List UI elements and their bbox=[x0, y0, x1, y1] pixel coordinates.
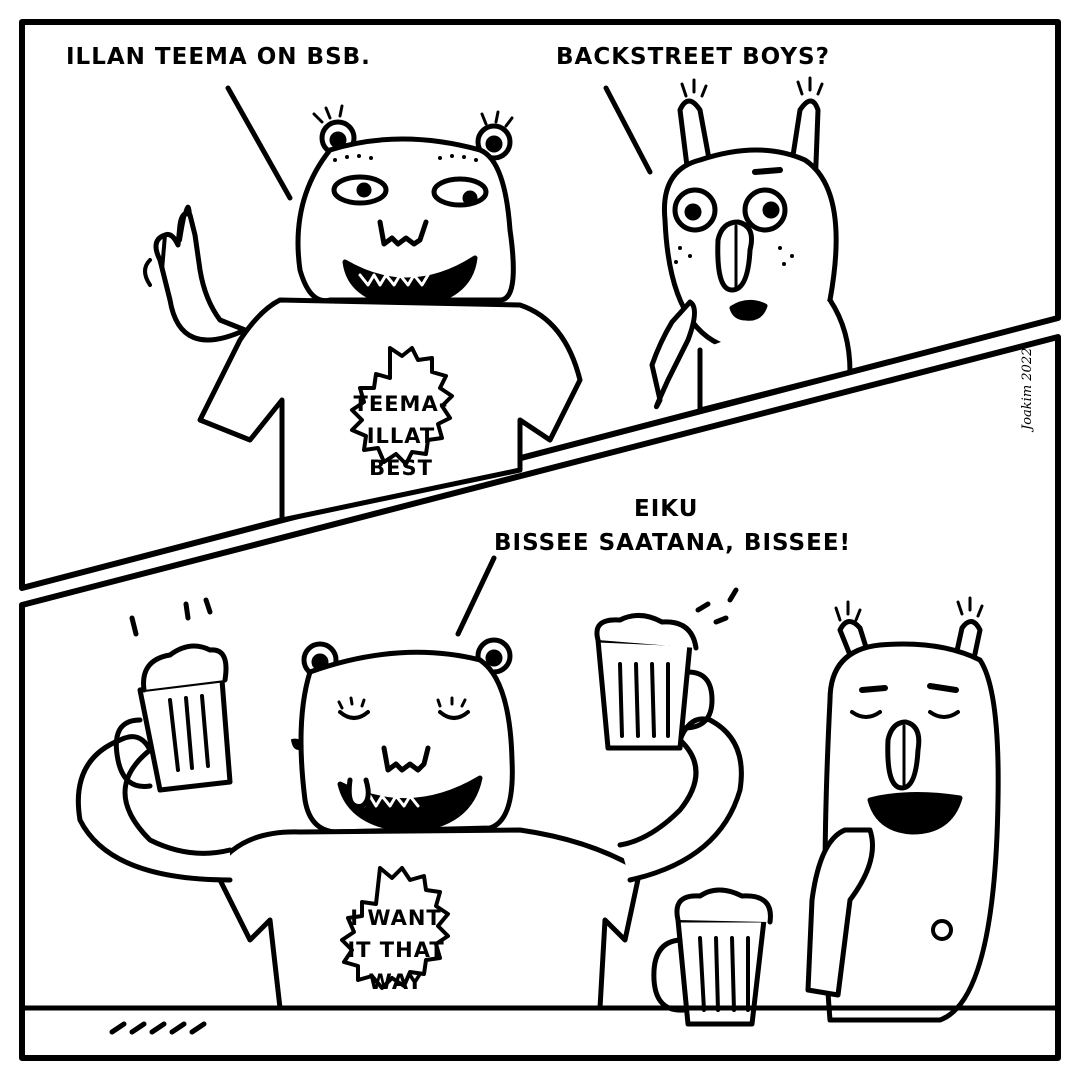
shirt-line: IT THAT bbox=[347, 938, 445, 962]
shirt-line: BEST bbox=[369, 456, 433, 480]
shirt-line: TEEMA- bbox=[353, 392, 449, 416]
speech-line-1: EIKU bbox=[634, 496, 699, 522]
speech-line-2: BISSEE SAATANA, BISSEE! bbox=[494, 530, 852, 556]
speech-bubble-bear-bottom: EIKU BISSEE SAATANA, BISSEE! bbox=[494, 492, 851, 560]
beer-mug-counter bbox=[651, 887, 773, 1027]
speech-bubble-bear-top: ILLAN TEEMA ON BSB. bbox=[66, 44, 371, 70]
squirrel-character-top bbox=[603, 76, 853, 413]
bear-character-top bbox=[143, 85, 583, 523]
panel-borders bbox=[19, 19, 1061, 1061]
shirt-line: WAY bbox=[368, 970, 424, 994]
shirt-text-bottom: I WANT IT THAT WAY bbox=[326, 902, 466, 998]
shirt-text-top: TEEMA- ILLAT BEST bbox=[336, 388, 466, 484]
artist-signature: Joakim 2022 bbox=[1020, 347, 1035, 430]
shirt-line: ILLAT bbox=[366, 424, 436, 448]
speech-bubble-squirrel-top: BACKSTREET BOYS? bbox=[556, 44, 830, 70]
beer-mug-left bbox=[113, 597, 233, 793]
beer-mug-right bbox=[594, 587, 739, 751]
shirt-line: I WANT bbox=[350, 906, 442, 930]
bear-character-bottom bbox=[75, 555, 744, 1011]
bar-counter bbox=[19, 1005, 1061, 1035]
squirrel-character-bottom bbox=[805, 596, 1001, 1023]
